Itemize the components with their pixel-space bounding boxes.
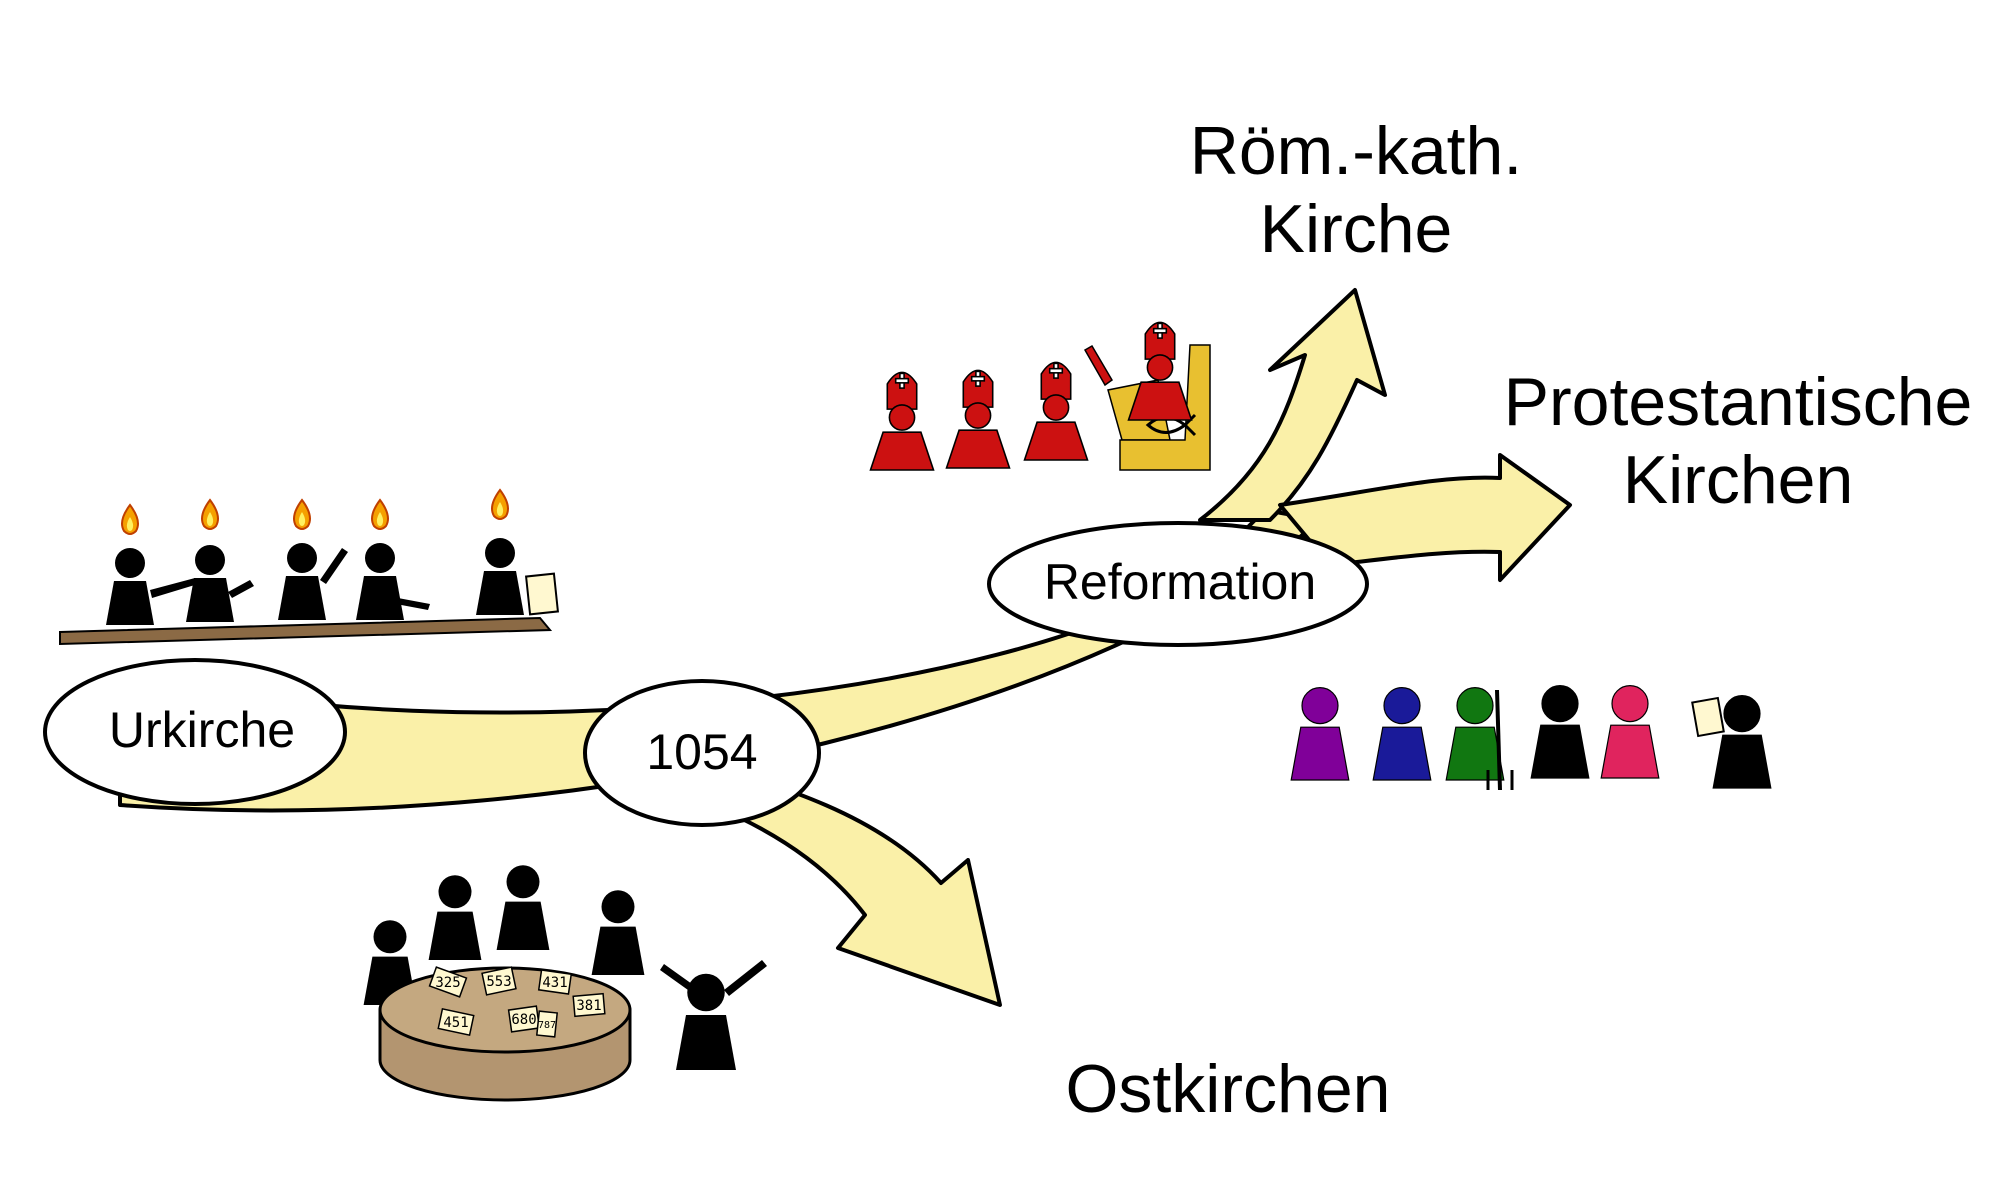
reformation-label: Reformation bbox=[1044, 554, 1316, 610]
catholic-label-line2: Kirche bbox=[1260, 191, 1453, 267]
council-paper-1: 553 bbox=[486, 974, 511, 990]
node-urkirche: Urkirche bbox=[43, 658, 347, 806]
urkirche-label: Urkirche bbox=[109, 702, 295, 758]
schism-year-label: 1054 bbox=[646, 724, 757, 780]
arrow-protestant bbox=[1278, 453, 1572, 582]
council-paper-2: 431 bbox=[542, 975, 567, 991]
council-paper-5: 680 bbox=[511, 1012, 536, 1028]
arrow-catholic bbox=[1198, 288, 1387, 522]
catholic-bishops-icon bbox=[869, 321, 1211, 471]
eastern-label: Ostkirchen bbox=[1066, 1051, 1391, 1127]
protestant-label-line2: Kirchen bbox=[1623, 442, 1854, 518]
apostles-with-flames-icon bbox=[59, 489, 560, 646]
council-paper-0: 325 bbox=[435, 975, 460, 991]
protestant-label-line1: Protestantische bbox=[1504, 364, 1973, 440]
council-paper-6: 787 bbox=[538, 1020, 556, 1031]
council-round-table-icon: 325 553 431 381 451 680 787 bbox=[363, 865, 767, 1102]
protestant-people-icon bbox=[1290, 684, 1772, 791]
catholic-label-line1: Röm.-kath. bbox=[1190, 113, 1523, 189]
history-arrows bbox=[118, 288, 1572, 1007]
council-paper-4: 451 bbox=[443, 1015, 468, 1031]
council-paper-3: 381 bbox=[576, 998, 601, 1014]
destination-protestant: Protestantische Kirchen bbox=[1504, 364, 1973, 518]
node-1054: 1054 bbox=[583, 679, 821, 827]
destination-catholic: Röm.-kath. Kirche bbox=[1190, 113, 1523, 267]
node-reformation: Reformation bbox=[987, 521, 1369, 647]
